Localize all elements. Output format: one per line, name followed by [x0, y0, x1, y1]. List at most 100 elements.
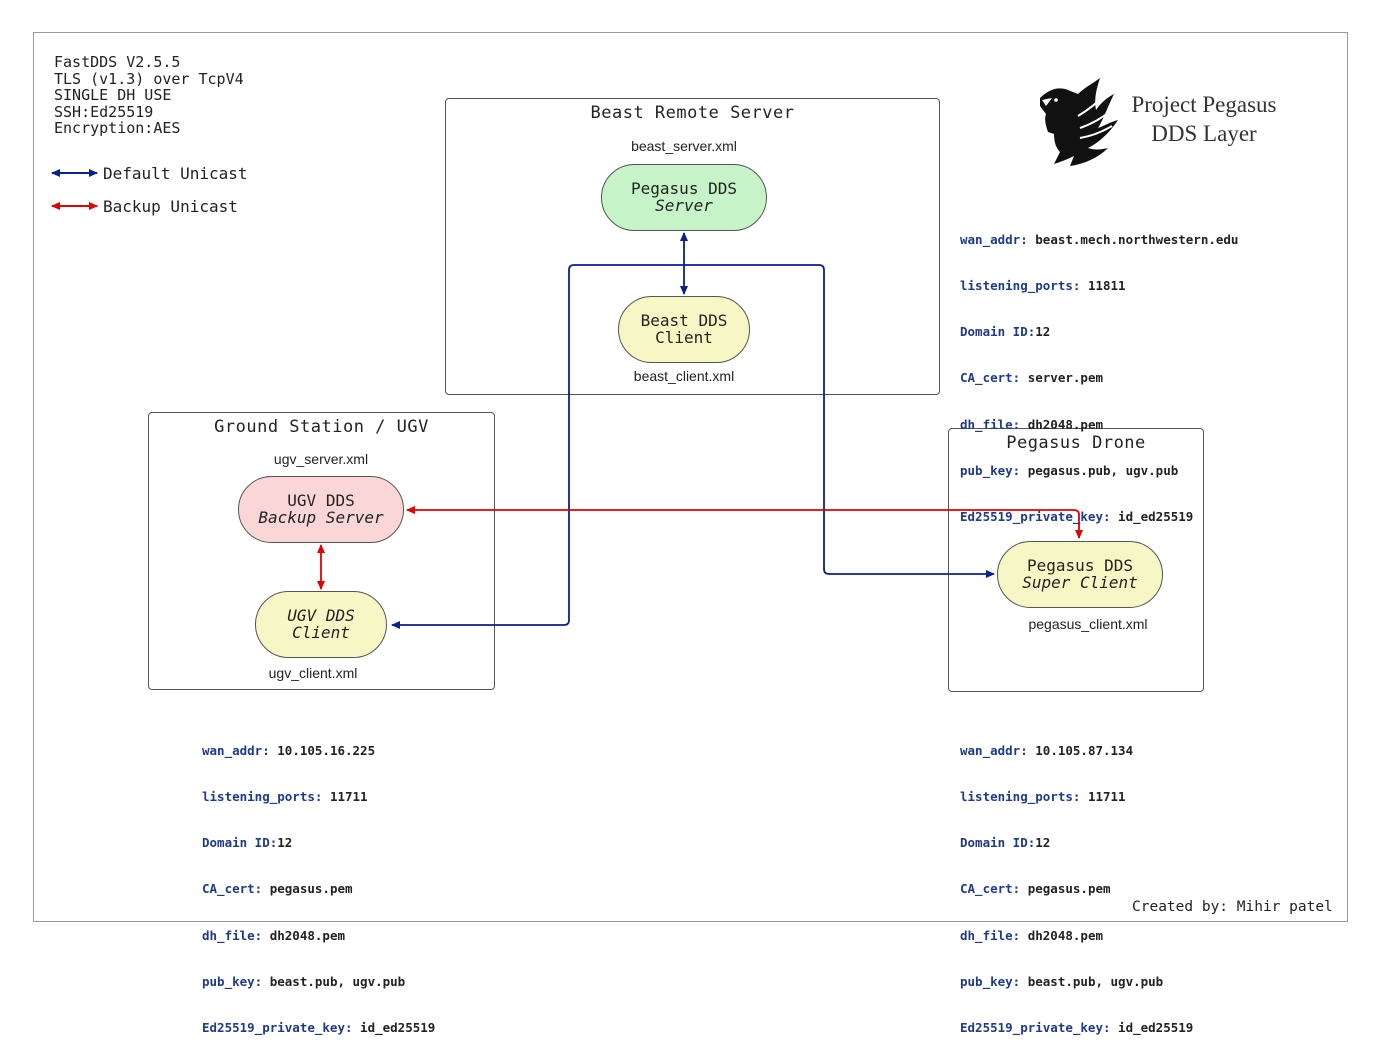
config-value: dh2048.pem: [1027, 416, 1103, 432]
group-title: Ground Station / UGV: [214, 417, 429, 437]
config-value: 11811: [1087, 278, 1126, 294]
config-value: pegasus.pem: [1027, 881, 1111, 897]
config-line: pub_key: beast.pub, ugv.pub: [202, 974, 435, 989]
config-key: dh_file:: [202, 927, 270, 943]
config-line: CA_cert: server.pem: [960, 370, 1238, 385]
config-line: CA_cert: pegasus.pem: [960, 881, 1193, 896]
config-line: dh_file: dh2048.pem: [202, 928, 435, 943]
config-value: beast.pub, ugv.pub: [1027, 973, 1164, 989]
config-line: pub_key: pegasus.pub, ugv.pub: [960, 463, 1238, 478]
brand-line-1: Project Pegasus: [1131, 92, 1277, 117]
config-key: pub_key:: [960, 462, 1028, 478]
node-line-2: Client: [292, 622, 350, 642]
config-line: Ed25519_private_key: id_ed25519: [960, 1020, 1193, 1035]
config-value: dh2048.pem: [1027, 927, 1103, 943]
config-value: pegasus.pem: [269, 881, 353, 897]
config-line: Ed25519_private_key: id_ed25519: [202, 1020, 435, 1035]
config-value: pegasus.pub, ugv.pub: [1027, 462, 1179, 478]
config-line: dh_file: dh2048.pem: [960, 928, 1193, 943]
info-line: Encryption:AES: [54, 119, 181, 137]
beast-client-xml-label: beast_client.xml: [633, 368, 735, 384]
group-title: Beast Remote Server: [590, 103, 795, 123]
config-key: wan_addr:: [202, 742, 278, 758]
config-ugv: wan_addr: 10.105.16.225 listening_ports:…: [202, 712, 435, 1051]
config-value: 12: [1035, 835, 1051, 851]
config-line: Domain ID:12: [960, 324, 1238, 339]
config-line: dh_file: dh2048.pem: [960, 417, 1238, 432]
config-key: dh_file:: [960, 927, 1028, 943]
config-line: Ed25519_private_key: id_ed25519: [960, 509, 1238, 524]
config-key: listening_ports:: [202, 789, 330, 805]
legend-backup-label: Backup Unicast: [103, 197, 238, 216]
config-value: id_ed25519: [360, 1020, 436, 1036]
config-line: listening_ports: 11811: [960, 278, 1238, 293]
config-value: 10.105.16.225: [277, 742, 376, 758]
node-line-1: UGV DDS: [287, 606, 355, 625]
info-line: TLS (v1.3) over TcpV4: [54, 69, 244, 88]
node-line-1: Pegasus DDS: [631, 179, 737, 198]
diagram-sheet: [33, 32, 1348, 922]
link-server-to-drone-client: [684, 264, 995, 578]
pegasus-dds-server-node: Pegasus DDS Server: [601, 164, 767, 231]
info-line: FastDDS V2.5.5: [54, 53, 181, 71]
config-key: Ed25519_private_key:: [960, 1020, 1119, 1036]
config-key: Domain ID:: [202, 835, 278, 851]
pegasus-client-xml-label: pegasus_client.xml: [1028, 616, 1148, 632]
node-line-2: Client: [655, 327, 713, 347]
ugv-server-xml-label: ugv_server.xml: [273, 451, 369, 467]
brand-line-2: DDS Layer: [1151, 121, 1257, 146]
config-key: Ed25519_private_key:: [202, 1020, 361, 1036]
link-server-to-ugv-client: [391, 264, 684, 629]
config-line: listening_ports: 11711: [202, 789, 435, 804]
config-key: Domain ID:: [960, 324, 1036, 340]
config-key: CA_cert:: [960, 881, 1028, 897]
config-key: wan_addr:: [960, 231, 1036, 247]
info-line: SINGLE DH USE: [54, 86, 172, 104]
config-line: Domain ID:12: [202, 835, 435, 850]
config-value: dh2048.pem: [269, 927, 345, 943]
beast-dds-client-node: Beast DDS Client: [618, 296, 750, 363]
config-key: Ed25519_private_key:: [960, 509, 1119, 525]
config-value: 12: [1035, 324, 1051, 340]
ugv-dds-client-node: UGV DDS Client: [255, 591, 387, 658]
config-value: 12: [277, 835, 293, 851]
node-line-1: Pegasus DDS: [1027, 556, 1133, 575]
config-value: beast.mech.northwestern.edu: [1035, 231, 1239, 247]
node-line-1: UGV DDS: [287, 491, 355, 510]
config-drone: wan_addr: 10.105.87.134 listening_ports:…: [960, 712, 1193, 1051]
connection-lines: [51, 169, 1083, 629]
config-value: beast.pub, ugv.pub: [269, 973, 406, 989]
info-block: FastDDS V2.5.5 TLS (v1.3) over TcpV4 SIN…: [54, 54, 244, 137]
legend-default-label: Default Unicast: [103, 164, 248, 183]
config-line: pub_key: beast.pub, ugv.pub: [960, 974, 1193, 989]
pegasus-dds-super-client-node: Pegasus DDS Super Client: [997, 541, 1163, 608]
group-title: Pegasus Drone: [1006, 433, 1146, 453]
config-key: CA_cert:: [202, 881, 270, 897]
config-value: id_ed25519: [1118, 1020, 1194, 1036]
config-line: wan_addr: beast.mech.northwestern.edu: [960, 232, 1238, 247]
config-line: Domain ID:12: [960, 835, 1193, 850]
config-key: listening_ports:: [960, 278, 1088, 294]
config-key: CA_cert:: [960, 370, 1028, 386]
config-key: pub_key:: [202, 973, 270, 989]
config-key: wan_addr:: [960, 742, 1036, 758]
node-line-2: Backup Server: [258, 507, 384, 527]
info-line: SSH:Ed25519: [54, 102, 154, 121]
ugv-dds-backup-server-node: UGV DDS Backup Server: [238, 476, 404, 543]
config-key: listening_ports:: [960, 789, 1088, 805]
config-key: dh_file:: [960, 416, 1028, 432]
config-value: id_ed25519: [1118, 509, 1194, 525]
node-line-1: Beast DDS: [640, 311, 728, 330]
config-key: Domain ID:: [960, 835, 1036, 851]
config-beast: wan_addr: beast.mech.northwestern.edu li…: [960, 201, 1238, 540]
config-line: CA_cert: pegasus.pem: [202, 881, 435, 896]
link-backup-server-to-drone: [406, 506, 1083, 539]
brand-title: Project Pegasus DDS Layer: [1124, 90, 1284, 148]
footer-credit: Created by: Mihir patel: [1132, 899, 1333, 915]
config-line: wan_addr: 10.105.87.134: [960, 743, 1193, 758]
beast-server-xml-label: beast_server.xml: [631, 138, 737, 154]
config-value: 11711: [329, 789, 368, 805]
node-line-2: Server: [655, 195, 713, 215]
ugv-client-xml-label: ugv_client.xml: [268, 665, 358, 681]
config-value: 11711: [1087, 789, 1126, 805]
